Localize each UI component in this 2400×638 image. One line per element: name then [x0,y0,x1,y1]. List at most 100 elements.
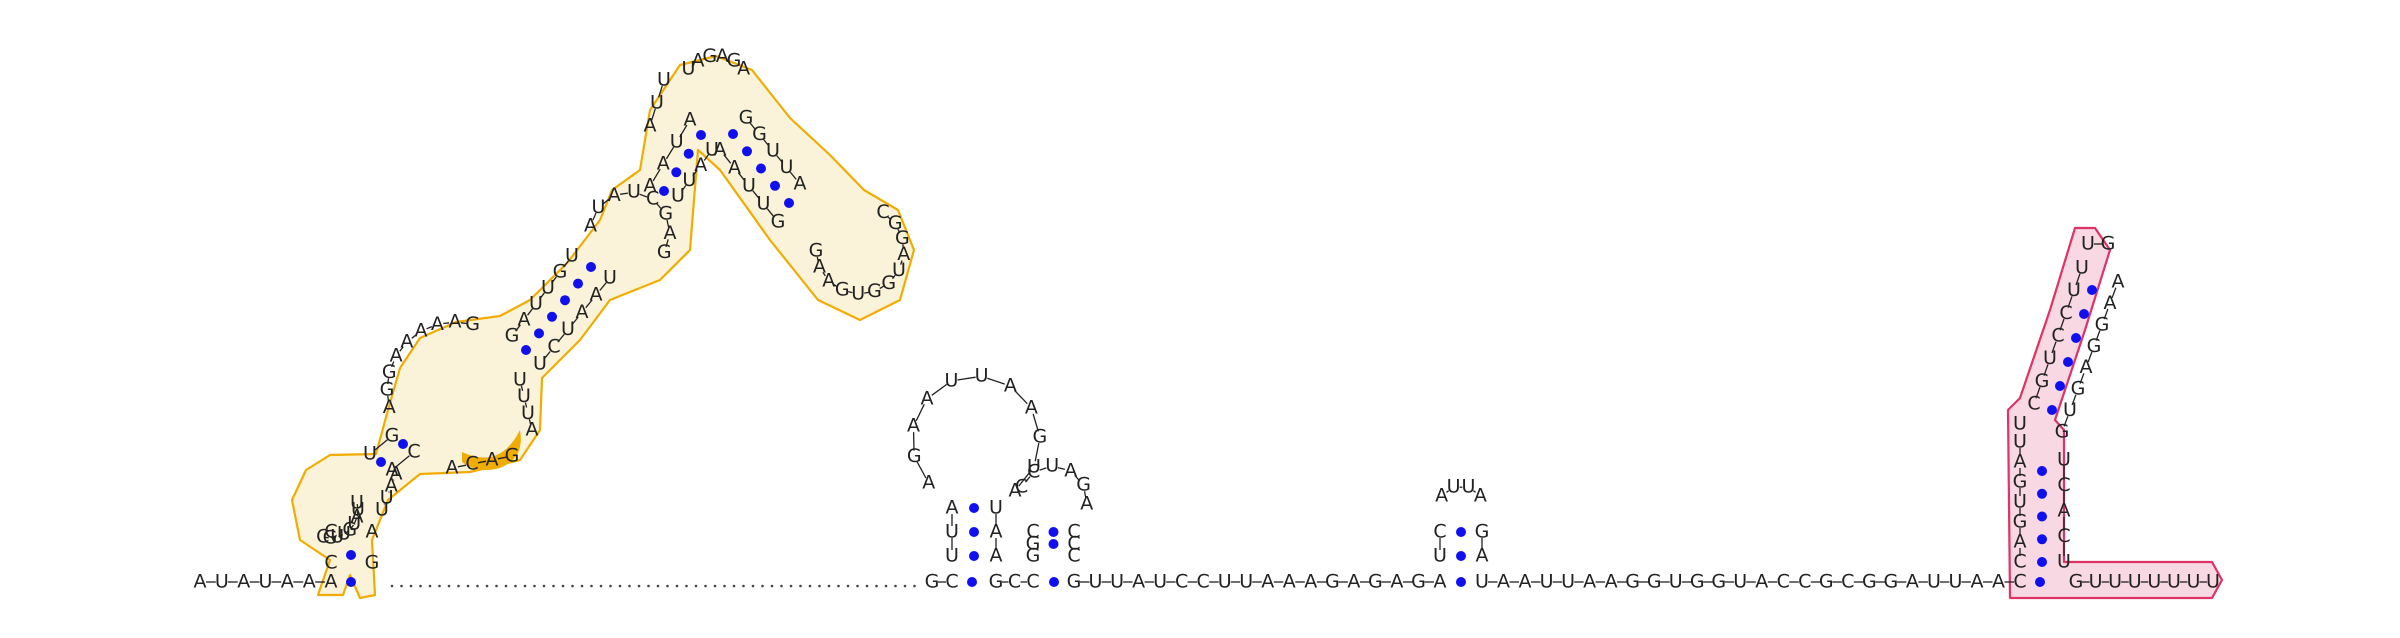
backbone-bond [847,290,853,294]
backbone-bond [879,285,884,290]
hairpin-3-stem-base: G [1475,521,1490,543]
pair-dot-icon [1048,527,1059,537]
helix-1-loop-base: U [330,526,344,548]
pair-dot-layer [346,129,2097,588]
helix-2-base: U [2063,399,2077,421]
helix-1-loop-base: G [888,212,903,234]
helix-2-base: A [2104,292,2117,314]
helix-1-base: A [694,154,707,176]
helix-1-loop-base: G [382,361,397,383]
backbone-bond [900,260,903,265]
helix-1-base: A [576,301,589,323]
helix-1-loop-base: U [337,523,351,545]
backbone-base: A [1605,571,1618,593]
backbone-bond [543,351,551,360]
gap-dot-icon [647,584,650,588]
helix-1-base: U [757,193,771,215]
backbone-base: U [1669,571,1683,593]
helix-1-base: U [565,245,579,267]
helix-1-loop-base: A [716,45,729,67]
gap-dot-icon [675,584,679,588]
helix-1-loop-base: G [727,49,742,71]
helix-1-base: A [657,153,670,175]
helix-1-base: A [385,475,398,497]
backbone-base: A [1434,571,1447,593]
gap-dot-icon [846,584,850,588]
backbone-base: C [1197,571,1210,593]
gap-dot-icon [390,584,394,588]
helix-2-base: A [2014,451,2027,473]
helix-1-loop-base: A [415,320,428,342]
gap-dot-icon [628,584,631,588]
helix-2-base: U [2075,257,2089,279]
backbone-bond [460,322,467,325]
helix-1-highlight-base: A [486,449,499,471]
gap-dot-icon [666,584,669,588]
pair-dot-icon [969,527,979,537]
pair-dot-icon [1456,577,1466,587]
gap-dot-icon [533,584,536,588]
pair-dot-icon [742,146,752,157]
gap-dot-icon [495,584,498,588]
backbone-bond [762,138,770,147]
gap-dot-icon [694,584,698,588]
backbone-bond [915,403,925,422]
backbone-bond [1446,490,1450,493]
helix-1-loop-base: C [876,201,889,223]
backbone-base: A [1283,571,1296,593]
helix-1-loop-base: A [664,222,677,244]
helix-1-loop-base: U [591,196,605,218]
helix-1-loop-base: A [692,49,705,71]
gap-dot-icon [514,584,517,588]
pair-dot-icon [770,180,780,191]
backbone-base: U [2167,571,2181,593]
backbone-bond [426,325,433,330]
hairpin-1-loop-base: A [1025,397,1038,419]
helix-1-loop-base: G [702,45,717,67]
backbone-bond [651,108,656,121]
backbone-bond [585,299,593,309]
backbone-bond [350,524,355,530]
backbone-bond [749,122,757,131]
helix-1-base: A [590,284,603,306]
backbone-base: U [2128,571,2142,593]
pair-dot-icon [2035,577,2045,587]
gap-dot-icon [808,584,812,588]
helix-2-base: U [2013,431,2027,453]
gap-dot-icon [409,584,413,588]
pair-dot-icon [2079,309,2089,319]
helix-1-base: A [518,309,531,331]
backbone-bond [639,193,648,198]
backbone-bond [374,439,388,451]
backbone-bond [1032,413,1039,432]
backbone-bond [443,322,450,325]
gap-dot-icon [419,584,422,588]
backbone-base: A [1583,571,1596,593]
pair-dot-icon [573,278,583,289]
backbone-base: U [2108,571,2122,593]
helix-1-loop-base: U [892,259,906,281]
helix-1-loop-base: A [351,506,364,528]
helix-2-base: G [2095,313,2110,335]
backbone-base: U [2147,571,2161,593]
backbone-base: U [1089,571,1103,593]
gap-dot-icon [637,584,641,588]
backbone-bond [703,154,709,161]
pair-dot-icon [376,457,386,467]
backbone-bond [665,146,675,160]
backbone-base: G [1625,571,1640,593]
gap-dot-icon [561,584,565,588]
helix-2-base: G [2013,471,2028,493]
pair-dot-icon [696,130,706,140]
gap-dot-icon [903,584,907,588]
helix-1-loop-base: U [851,283,865,305]
backbone-bond [2087,351,2093,363]
hairpin-1-stem-base: U [945,545,959,567]
backbone-base: G [989,571,1004,593]
backbone-bond [477,460,487,464]
helix-1-loop-base: U [627,181,641,203]
gap-dot-icon [799,584,802,588]
hairpin-1-loop-base: U [945,369,959,391]
backbone-base: A [1755,571,1768,593]
